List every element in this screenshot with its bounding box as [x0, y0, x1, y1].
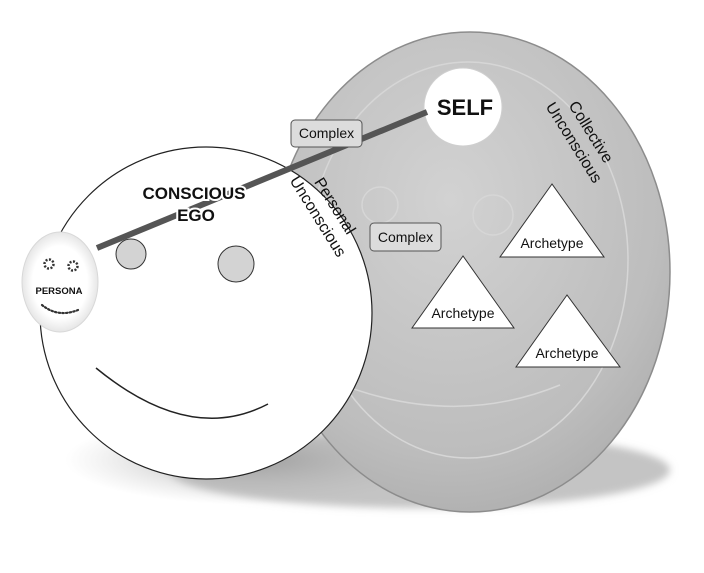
- svg-text:Archetype: Archetype: [431, 305, 494, 321]
- persona-mask: PERSONA: [21, 231, 99, 333]
- conscious-ego-label: CONSCIOUS EGO: [141, 182, 248, 227]
- self-label: SELF: [437, 95, 493, 120]
- ego-self-axis-line: [95, 109, 429, 251]
- svg-text:Archetype: Archetype: [520, 235, 583, 251]
- svg-text:Archetype: Archetype: [535, 345, 598, 361]
- persona-smile: [40, 303, 80, 315]
- svg-text:Complex: Complex: [299, 125, 354, 141]
- self-circle: [423, 67, 503, 147]
- face-smile: [95, 367, 269, 419]
- complex-upper: Complex: [290, 119, 363, 148]
- right-eye: [217, 245, 255, 283]
- svg-text:CONSCIOUS: CONSCIOUS: [143, 184, 246, 203]
- persona-left-eye: [43, 258, 55, 270]
- left-eye: [115, 238, 147, 270]
- archetype-top: Archetype: [499, 183, 605, 258]
- svg-text:Complex: Complex: [378, 229, 433, 245]
- svg-text:EGO: EGO: [177, 206, 215, 225]
- archetype-mid: Archetype: [411, 255, 515, 329]
- archetype-bottom: Archetype: [515, 294, 621, 368]
- complex-lower: Complex: [369, 222, 442, 252]
- face-circle: [39, 146, 373, 480]
- persona-label: PERSONA: [36, 286, 83, 297]
- persona-right-eye: [67, 260, 79, 272]
